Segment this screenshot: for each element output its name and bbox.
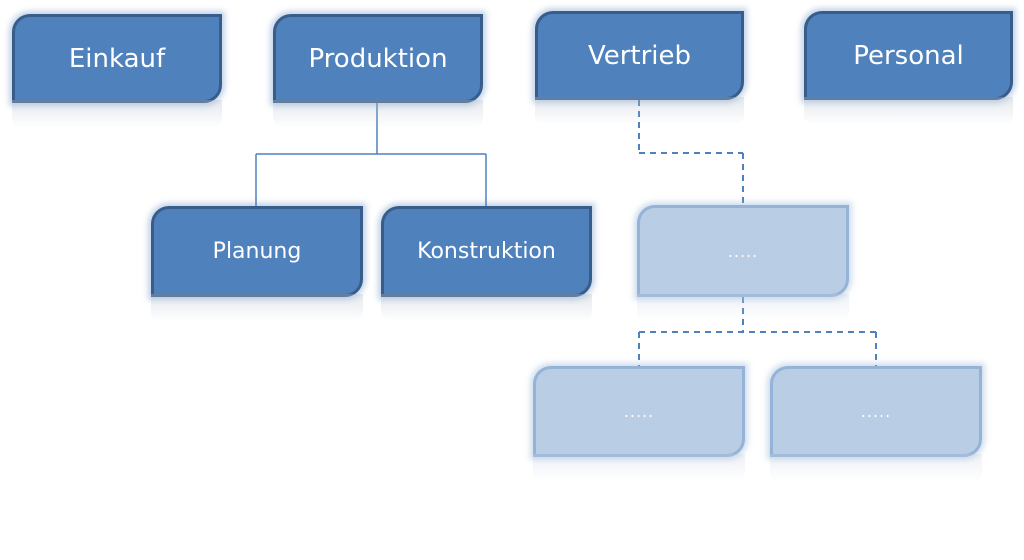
node-label: Planung	[212, 239, 302, 264]
node-planung[interactable]: Planung	[151, 206, 363, 322]
node-label: Einkauf	[68, 43, 166, 74]
node-placeholder-child-a[interactable]: .....	[533, 366, 745, 482]
node-label: Produktion	[308, 43, 448, 74]
node-label: Vertrieb	[587, 40, 692, 71]
node-vertrieb-placeholder[interactable]: .....	[637, 205, 849, 322]
node-personal[interactable]: Personal	[804, 11, 1013, 125]
solid-connector-produktion	[255, 103, 487, 207]
dashed-connector-vertrieb	[638, 100, 877, 368]
node-einkauf[interactable]: Einkauf	[12, 14, 222, 128]
node-vertrieb[interactable]: Vertrieb	[535, 11, 744, 125]
node-placeholder-child-b[interactable]: .....	[770, 366, 982, 482]
node-label: Personal	[853, 40, 964, 71]
node-produktion[interactable]: Produktion	[273, 14, 483, 128]
node-konstruktion[interactable]: Konstruktion	[381, 206, 592, 322]
node-label: .....	[860, 402, 892, 421]
node-label: .....	[727, 241, 759, 261]
node-label: .....	[623, 402, 655, 421]
node-label: Konstruktion	[417, 239, 556, 264]
